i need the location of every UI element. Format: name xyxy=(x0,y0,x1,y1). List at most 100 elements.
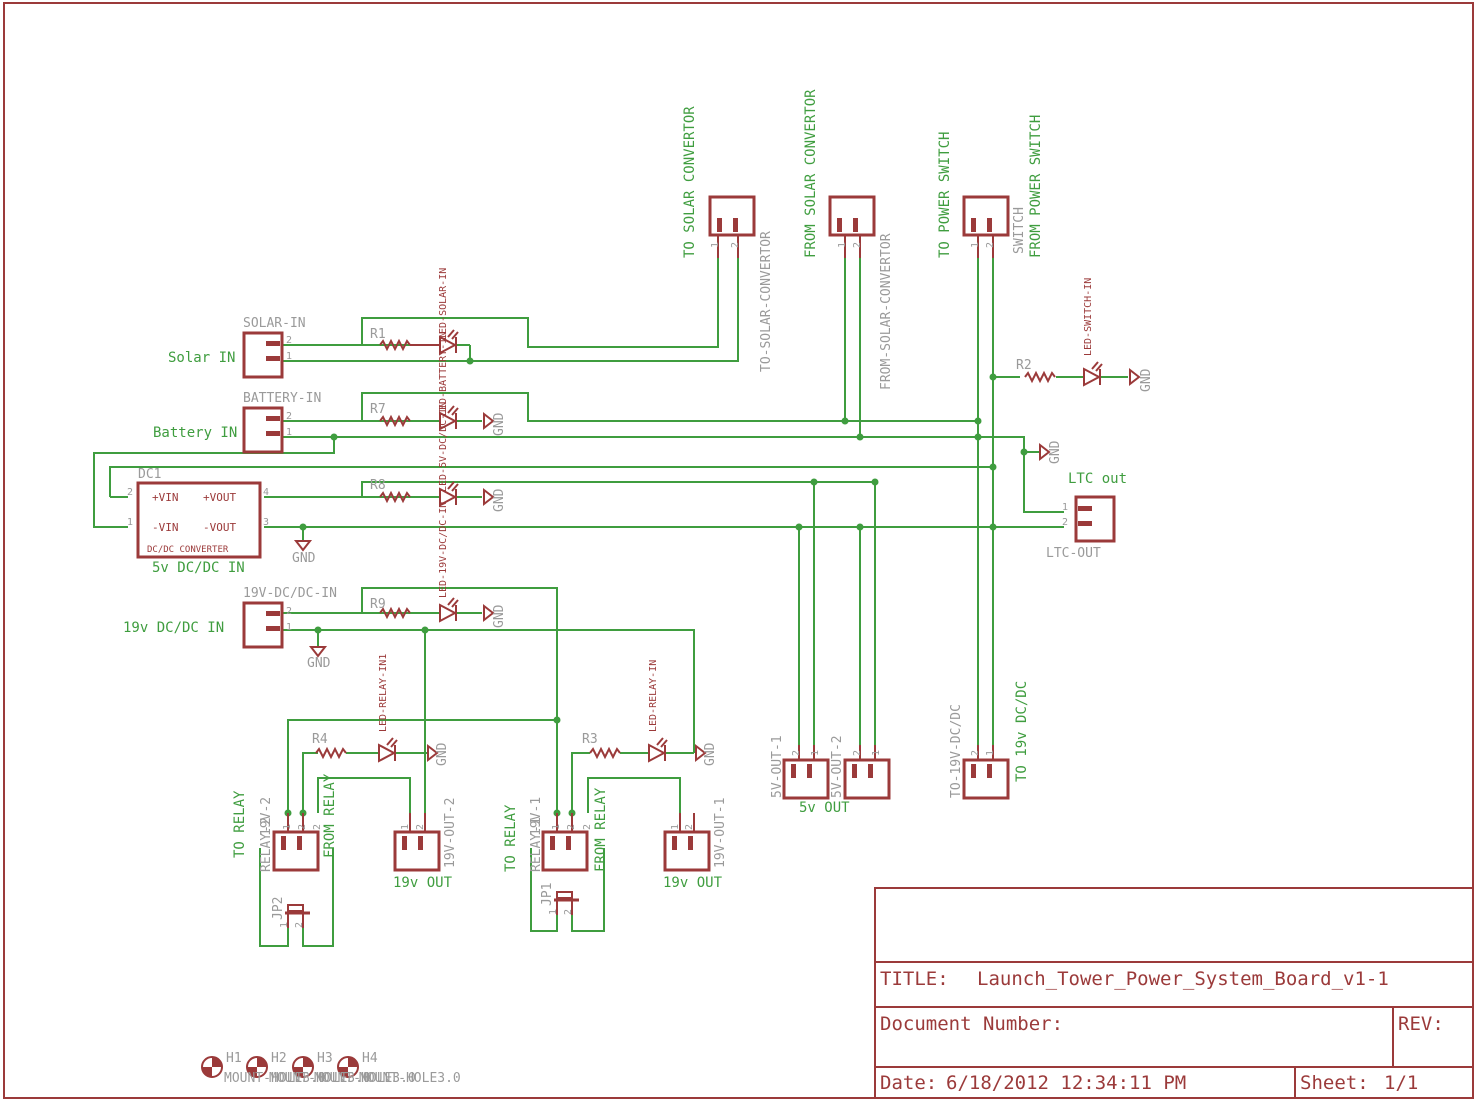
doc-number-label: Document Number: xyxy=(880,1013,1063,1035)
svg-text:DC/DC CONVERTER: DC/DC CONVERTER xyxy=(147,545,229,555)
mount-holes: H1 H2 H3 H4 MOUNT-HOLE3.0 MOUNT-HOLE3.0 … xyxy=(201,1051,461,1086)
to-power-switch-value: TO POWER SWITCH xyxy=(937,132,953,258)
svg-text:H4: H4 xyxy=(362,1051,378,1066)
svg-text:2: 2 xyxy=(127,487,133,498)
sheet-value: 1/1 xyxy=(1384,1072,1418,1094)
svg-text:2: 2 xyxy=(312,824,323,830)
svg-text:2: 2 xyxy=(1062,517,1068,528)
connector-ltc-out: LTC out LTC-OUT 1 2 xyxy=(1046,471,1127,561)
connector-power-switch: 1 2 TO POWER SWITCH SWITCH FROM POWER SW… xyxy=(937,115,1044,258)
19v-2-name: 19V-2 xyxy=(259,797,274,836)
dc19-in-value: 19v DC/DC IN xyxy=(123,620,224,636)
svg-text:+VIN: +VIN xyxy=(152,491,179,504)
19v-out-1-value: 19v OUT xyxy=(663,875,723,891)
dc1-label: DC1 xyxy=(138,467,161,482)
svg-text:1: 1 xyxy=(286,427,292,438)
svg-text:GND: GND xyxy=(492,412,507,436)
svg-text:2: 2 xyxy=(294,922,305,928)
date-value: 6/18/2012 12:34:11 PM xyxy=(946,1072,1186,1094)
r1-label: R1 xyxy=(370,327,386,342)
connector-19v-2: 19V-2 FROM RELAY 2 xyxy=(259,773,338,858)
solar-in-name: SOLAR-IN xyxy=(243,316,306,331)
connector-battery-in: BATTERY-IN Battery IN 2 1 xyxy=(153,391,321,454)
connector-19v-dcdc-in: 19V-DC/DC-IN 19v DC/DC IN 2 1 xyxy=(123,586,337,649)
sheet-label: Sheet: xyxy=(1300,1072,1369,1094)
svg-text:2: 2 xyxy=(286,606,292,617)
svg-text:2: 2 xyxy=(730,242,741,248)
title-block: TITLE: Launch_Tower_Power_System_Board_v… xyxy=(874,887,1474,1099)
svg-text:4: 4 xyxy=(263,487,269,498)
svg-text:H2: H2 xyxy=(271,1051,287,1066)
svg-text:1: 1 xyxy=(970,242,981,248)
wires xyxy=(93,258,1128,947)
svg-text:2: 2 xyxy=(791,750,802,756)
svg-text:MOUNT-HOLE3.0: MOUNT-HOLE3.0 xyxy=(224,1071,326,1086)
svg-text:GND: GND xyxy=(435,742,450,766)
connector-5v-out-2: 2 1 5V-OUT-2 xyxy=(830,735,891,800)
battery-in-value: Battery IN xyxy=(153,425,237,441)
relay-2-value: TO RELAY xyxy=(232,790,248,858)
jumper-jp1: JP1 1 2 xyxy=(540,883,579,915)
19v-out-1-name: 19V-OUT-1 xyxy=(713,798,728,868)
ltc-out-name: LTC-OUT xyxy=(1046,546,1101,561)
led-relay-in-label: LED-RELAY-IN xyxy=(648,660,659,732)
svg-text:2: 2 xyxy=(970,750,981,756)
svg-text:GND: GND xyxy=(1048,440,1063,464)
relay-1-name: RELAY-1 xyxy=(529,817,544,872)
led-battery-label: LED-BATTERY-IN xyxy=(438,332,449,416)
jp2-label: JP2 xyxy=(271,897,286,920)
r2-label: R2 xyxy=(1016,358,1032,373)
19v-2-value: FROM RELAY xyxy=(322,773,338,858)
gnd-symbols: GND GND GND GND GND GND GND GND GND xyxy=(292,367,1154,766)
svg-text:2: 2 xyxy=(684,824,695,830)
5v-out-value: 5v OUT xyxy=(799,800,850,816)
ltc-out-value: LTC out xyxy=(1068,471,1127,487)
svg-text:-VIN: -VIN xyxy=(152,521,179,534)
svg-text:3: 3 xyxy=(263,517,269,528)
r9-label: R9 xyxy=(370,597,386,612)
junction-dots xyxy=(284,357,1028,817)
svg-text:H3: H3 xyxy=(317,1051,333,1066)
5v-out-2-name: 5V-OUT-2 xyxy=(830,735,845,798)
from-power-switch-value: FROM POWER SWITCH xyxy=(1028,115,1044,258)
relay-2-name: RELAY-2 xyxy=(259,817,274,872)
battery-in-name: BATTERY-IN xyxy=(243,391,321,406)
connector-to-solar-convertor: 1 2 TO SOLAR CONVERTOR TO-SOLAR-CONVERTO… xyxy=(682,106,774,372)
connector-19v-out-1: 1 2 19V-OUT-1 19v OUT xyxy=(663,798,728,891)
svg-text:2: 2 xyxy=(582,824,593,830)
dc19-in-name: 19V-DC/DC-IN xyxy=(243,586,337,601)
led-switch-label: LED-SWITCH-IN xyxy=(1083,278,1094,356)
svg-text:2: 2 xyxy=(563,909,574,915)
svg-text:-VOUT: -VOUT xyxy=(203,521,236,534)
svg-text:MOUNT-HOLE3.0: MOUNT-HOLE3.0 xyxy=(359,1071,461,1086)
connector-relay-2: 1 2 TO RELAY RELAY-2 xyxy=(232,790,320,872)
svg-text:1: 1 xyxy=(710,242,721,248)
svg-text:1: 1 xyxy=(282,824,293,830)
led-relay-in1-label: LED-RELAY-IN1 xyxy=(378,654,389,732)
svg-text:1: 1 xyxy=(548,909,559,915)
svg-text:1: 1 xyxy=(670,824,681,830)
dcdc-converter: DC1 +VIN +VOUT -VIN -VOUT DC/DC CONVERTE… xyxy=(127,467,269,576)
svg-text:2: 2 xyxy=(297,824,308,830)
connector-solar-in: SOLAR-IN Solar IN 2 1 xyxy=(168,316,306,379)
svg-text:GND: GND xyxy=(492,604,507,628)
svg-text:H1: H1 xyxy=(226,1051,242,1066)
svg-text:1: 1 xyxy=(400,824,411,830)
svg-text:2: 2 xyxy=(852,242,863,248)
19v-1-value: FROM RELAY xyxy=(593,787,609,872)
svg-text:+VOUT: +VOUT xyxy=(203,491,236,504)
jp1-label: JP1 xyxy=(540,883,555,906)
svg-text:1: 1 xyxy=(279,922,290,928)
sheet-frame xyxy=(3,2,1474,1099)
svg-text:2: 2 xyxy=(852,750,863,756)
connector-from-solar-convertor: 1 2 FROM SOLAR CONVERTOR FROM-SOLAR-CONV… xyxy=(803,89,894,390)
svg-text:1: 1 xyxy=(286,622,292,633)
svg-text:1: 1 xyxy=(985,750,996,756)
to-solar-value: TO SOLAR CONVERTOR xyxy=(682,106,698,258)
connector-5v-out-1: 2 1 5V-OUT-1 xyxy=(770,735,830,800)
r7-label: R7 xyxy=(370,402,386,417)
svg-text:1: 1 xyxy=(127,517,133,528)
19v-out-2-name: 19V-OUT-2 xyxy=(443,798,458,868)
svg-text:1: 1 xyxy=(810,750,821,756)
